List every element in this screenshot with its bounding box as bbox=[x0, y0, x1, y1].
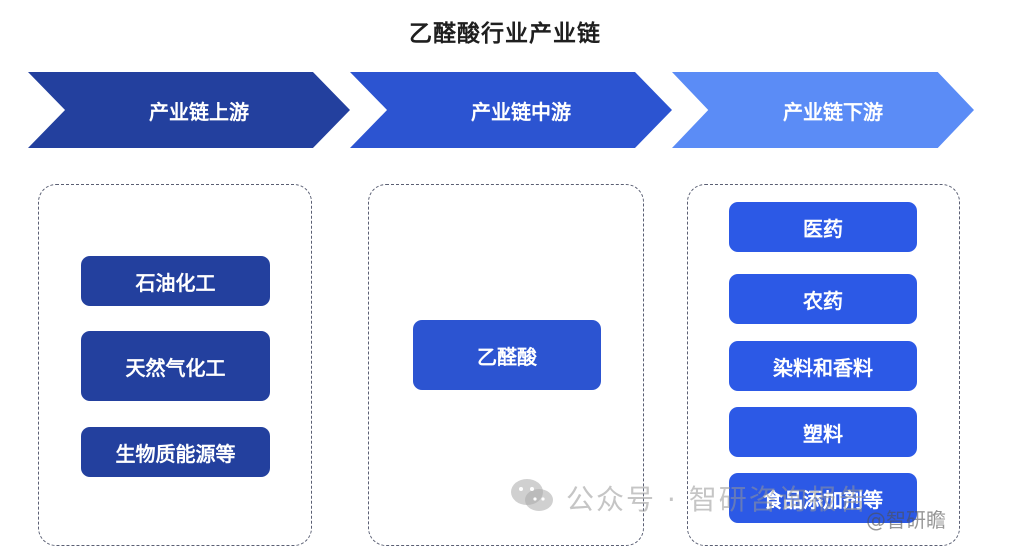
stage-arrow-midstream: 产业链中游 bbox=[350, 72, 672, 148]
stage-label-upstream: 产业链上游 bbox=[149, 99, 249, 124]
wechat-icon bbox=[511, 479, 553, 511]
downstream-item-plastics: 塑料 bbox=[729, 407, 917, 457]
stage-arrow-downstream: 产业链下游 bbox=[672, 72, 974, 148]
diagram-title: 乙醛酸行业产业链 bbox=[409, 21, 601, 47]
upstream-item-petrochemical: 石油化工 bbox=[81, 256, 270, 306]
midstream-panel bbox=[368, 184, 644, 546]
upstream-item-biomass-energy: 生物质能源等 bbox=[81, 427, 270, 477]
upstream-item-natural-gas-chemical: 天然气化工 bbox=[81, 331, 270, 401]
downstream-item-food-additives: 食品添加剂等 bbox=[729, 473, 917, 523]
upstream-panel bbox=[38, 184, 312, 546]
midstream-item-glyoxylic-acid: 乙醛酸 bbox=[413, 320, 601, 390]
downstream-panel bbox=[687, 184, 960, 546]
downstream-item-pesticide: 农药 bbox=[729, 274, 917, 324]
stage-label-midstream: 产业链中游 bbox=[471, 99, 571, 124]
downstream-item-dyes-fragrances: 染料和香料 bbox=[729, 341, 917, 391]
stage-label-downstream: 产业链下游 bbox=[783, 99, 883, 124]
downstream-item-medicine: 医药 bbox=[729, 202, 917, 252]
stage-arrow-upstream: 产业链上游 bbox=[28, 72, 350, 148]
watermark-text: 公众号 · 智研咨询报告 bbox=[566, 483, 869, 516]
watermark-handle: @智研瞻 bbox=[866, 508, 946, 532]
